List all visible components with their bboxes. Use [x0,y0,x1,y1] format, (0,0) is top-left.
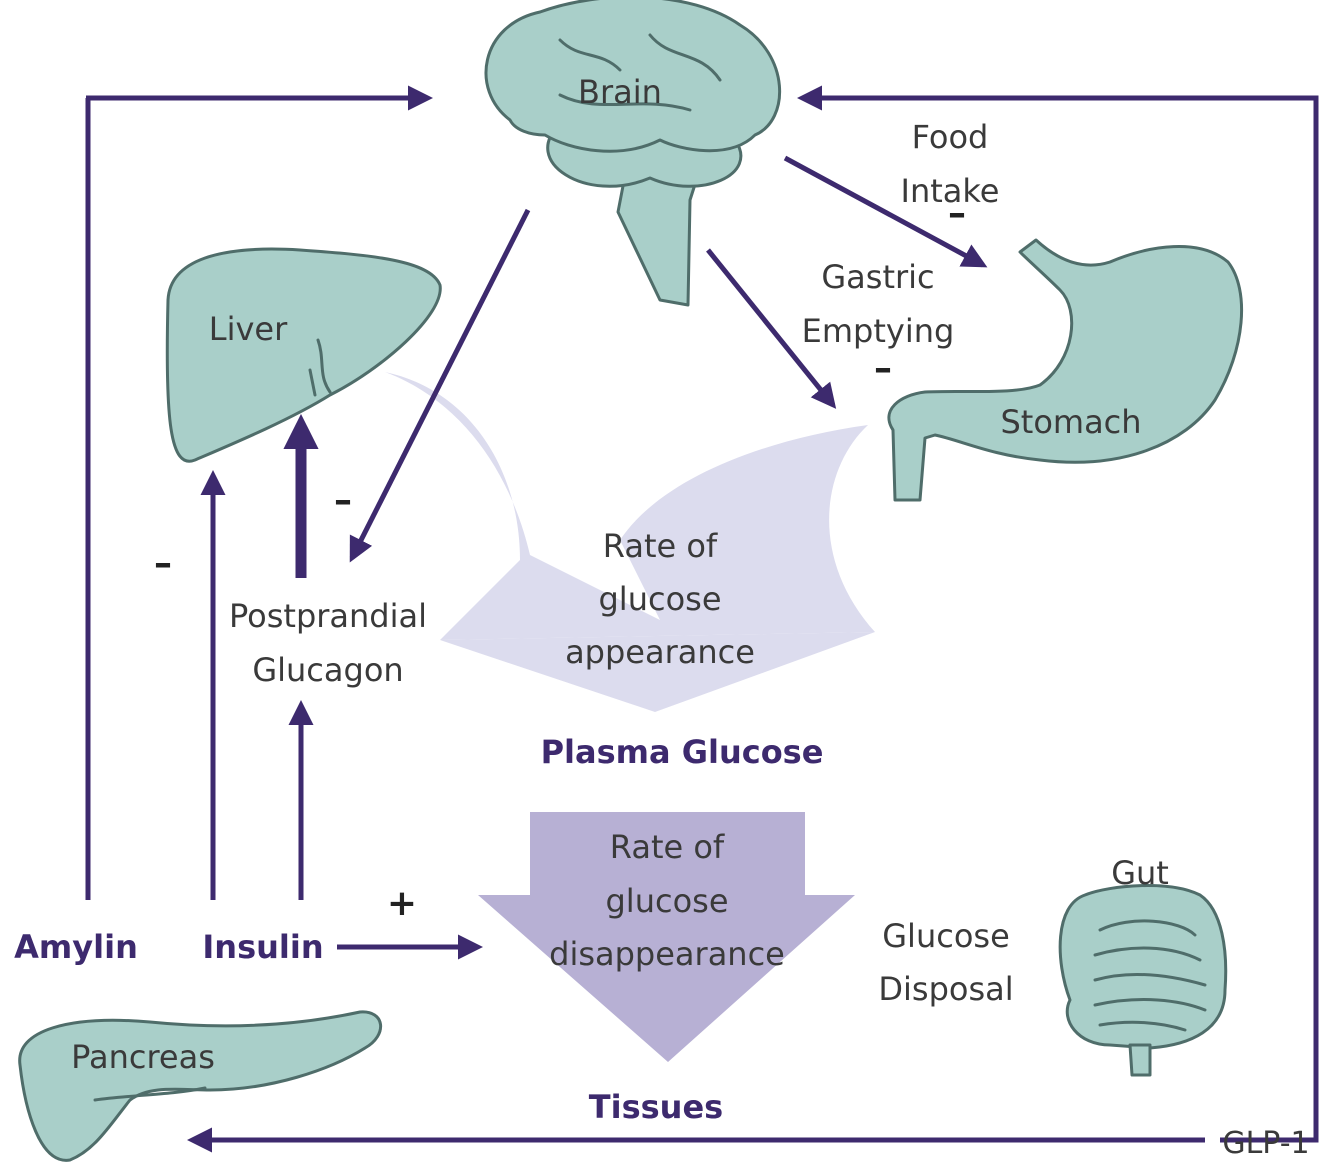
plasma-glucose-label: Plasma Glucose [541,733,824,771]
appearance-label-2: glucose [598,580,721,618]
stomach-icon [889,240,1242,500]
pancreas-label: Pancreas [71,1038,215,1076]
brain-icon [486,0,780,305]
disappearance-label-2: glucose [605,882,728,920]
food-intake-label-1: Food [912,118,989,156]
tissues-label: Tissues [589,1088,723,1126]
appearance-label-1: Rate of [603,527,718,565]
glucose-disposal-label-1: Glucose [882,917,1010,955]
disappearance-label-3: disappearance [549,935,785,973]
amylin-glucagon-sign: – [154,543,172,584]
gut-label: Gut [1111,854,1169,892]
disappearance-label-1: Rate of [610,828,725,866]
gut-icon [1060,886,1226,1075]
insulin-disposal-sign: + [387,883,417,924]
gastric-emptying-label-1: Gastric [821,258,934,296]
amylin-label: Amylin [14,928,138,966]
stomach-label: Stomach [1000,403,1141,441]
appearance-label-3: appearance [565,633,755,671]
brain-label: Brain [578,73,662,111]
postprandial-glucagon-label-1: Postprandial [229,597,427,635]
gastric-emptying-sign: – [874,348,892,389]
liver-label: Liver [209,310,288,348]
food-intake-sign: – [948,193,966,234]
insulin-label: Insulin [202,928,323,966]
gastric-emptying-label-2: Emptying [802,312,955,350]
postprandial-glucagon-label-2: Glucagon [252,651,403,689]
glp1-label: GLP-1 [1222,1126,1309,1161]
glucose-disposal-label-2: Disposal [878,970,1013,1008]
glucagon-liver-sign: – [334,480,352,521]
